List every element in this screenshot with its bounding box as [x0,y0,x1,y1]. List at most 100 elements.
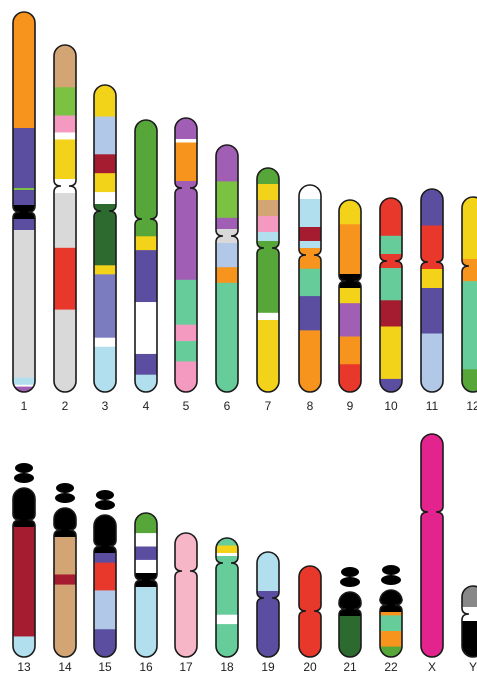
band-q [12,636,36,657]
chromosome-5 [174,118,198,393]
chromosome-1 [12,12,36,393]
band-q [420,288,444,334]
chromosome-label: 1 [21,399,28,413]
band-p [53,87,77,116]
band-p [215,181,239,218]
satellite-knob [56,483,74,493]
band-q [134,236,158,250]
chromosome-bands [93,85,117,393]
band-q [93,211,117,266]
satellite-knob [55,493,75,503]
chromosome-21 [338,567,362,658]
band-q [134,375,158,393]
chromosome-bands [461,197,477,393]
chromosome-bands [298,185,322,393]
band-q [134,354,158,375]
band-q [256,320,280,393]
chromosome-18 [215,538,239,658]
band-q [298,269,322,297]
band-q [174,341,198,362]
chromosome-label: 15 [98,660,112,674]
satellite-knob [340,577,360,587]
chromosome-label: 17 [179,660,193,674]
band-q [420,512,444,658]
band-q [53,186,77,248]
chromosome-6 [215,145,239,393]
band-q [338,303,362,337]
chromosome-bands [338,200,362,393]
satellite-knob [96,490,114,500]
chromosome-label: 3 [102,399,109,413]
band-p [215,546,239,554]
band-p [134,547,158,561]
band-p [461,197,477,267]
band-p [53,116,77,134]
chromosome-bands [379,198,403,393]
chromosome-label: 13 [17,660,31,674]
chromosome-4 [134,120,158,393]
chromosome-label: 14 [58,660,72,674]
chromosome-bands [12,488,36,658]
chromosome-label: 16 [139,660,153,674]
band-q [174,280,198,325]
band-q [298,296,322,331]
band-q [379,300,403,327]
band-q [461,281,477,370]
band-p [134,120,158,220]
chromosome-8 [298,185,322,393]
chromosome-20 [298,566,322,658]
band-q [298,330,322,392]
chromosome-label: X [428,660,436,674]
band-q [93,563,117,591]
chromosome-19 [256,552,280,658]
band-p [215,145,239,182]
band-q [256,598,280,658]
band-q [379,631,403,647]
band-q [134,302,158,355]
chromosome-bands [174,118,198,393]
chromosome-16 [134,513,158,658]
band-p [12,128,36,189]
band-q [461,369,477,392]
chromosome-bands [256,168,280,393]
band-p [298,199,322,228]
band-q [215,267,239,283]
chromosome-7 [256,168,280,393]
band-p [256,216,280,233]
chromosome-label: 18 [220,660,234,674]
band-q [338,609,362,658]
band-q [93,347,117,393]
chromosome-label: 20 [303,660,317,674]
band-q [53,310,77,393]
band-p [338,224,362,281]
chromosome-bands [338,592,362,658]
chromosome-bands [256,552,280,658]
chromosome-10 [379,198,403,393]
band-p [298,227,322,242]
label-layer: 12345678910111213141516171819202122XY [17,399,477,674]
band-q [174,188,198,280]
band-q [134,250,158,303]
chromosome-bands [379,590,403,658]
band-p [379,198,403,236]
chromosome-bands [174,533,198,658]
band-p [53,45,77,88]
band-q [379,615,403,631]
band-q [134,580,158,658]
chromosome-bands [134,513,158,658]
chromosome-label: 8 [307,399,314,413]
band-p [134,533,158,547]
chromosome-14 [53,483,77,658]
chromosome-bands [420,434,444,658]
band-p [256,200,280,217]
chromosome-2 [53,45,77,393]
band-q [215,563,239,615]
chromosome-bands [53,45,77,393]
satellite-knob [15,463,33,473]
band-q [215,615,239,625]
chromosome-label: 9 [347,399,354,413]
chromosome-bands [215,145,239,393]
band-q [93,265,117,275]
band-q [174,571,198,658]
